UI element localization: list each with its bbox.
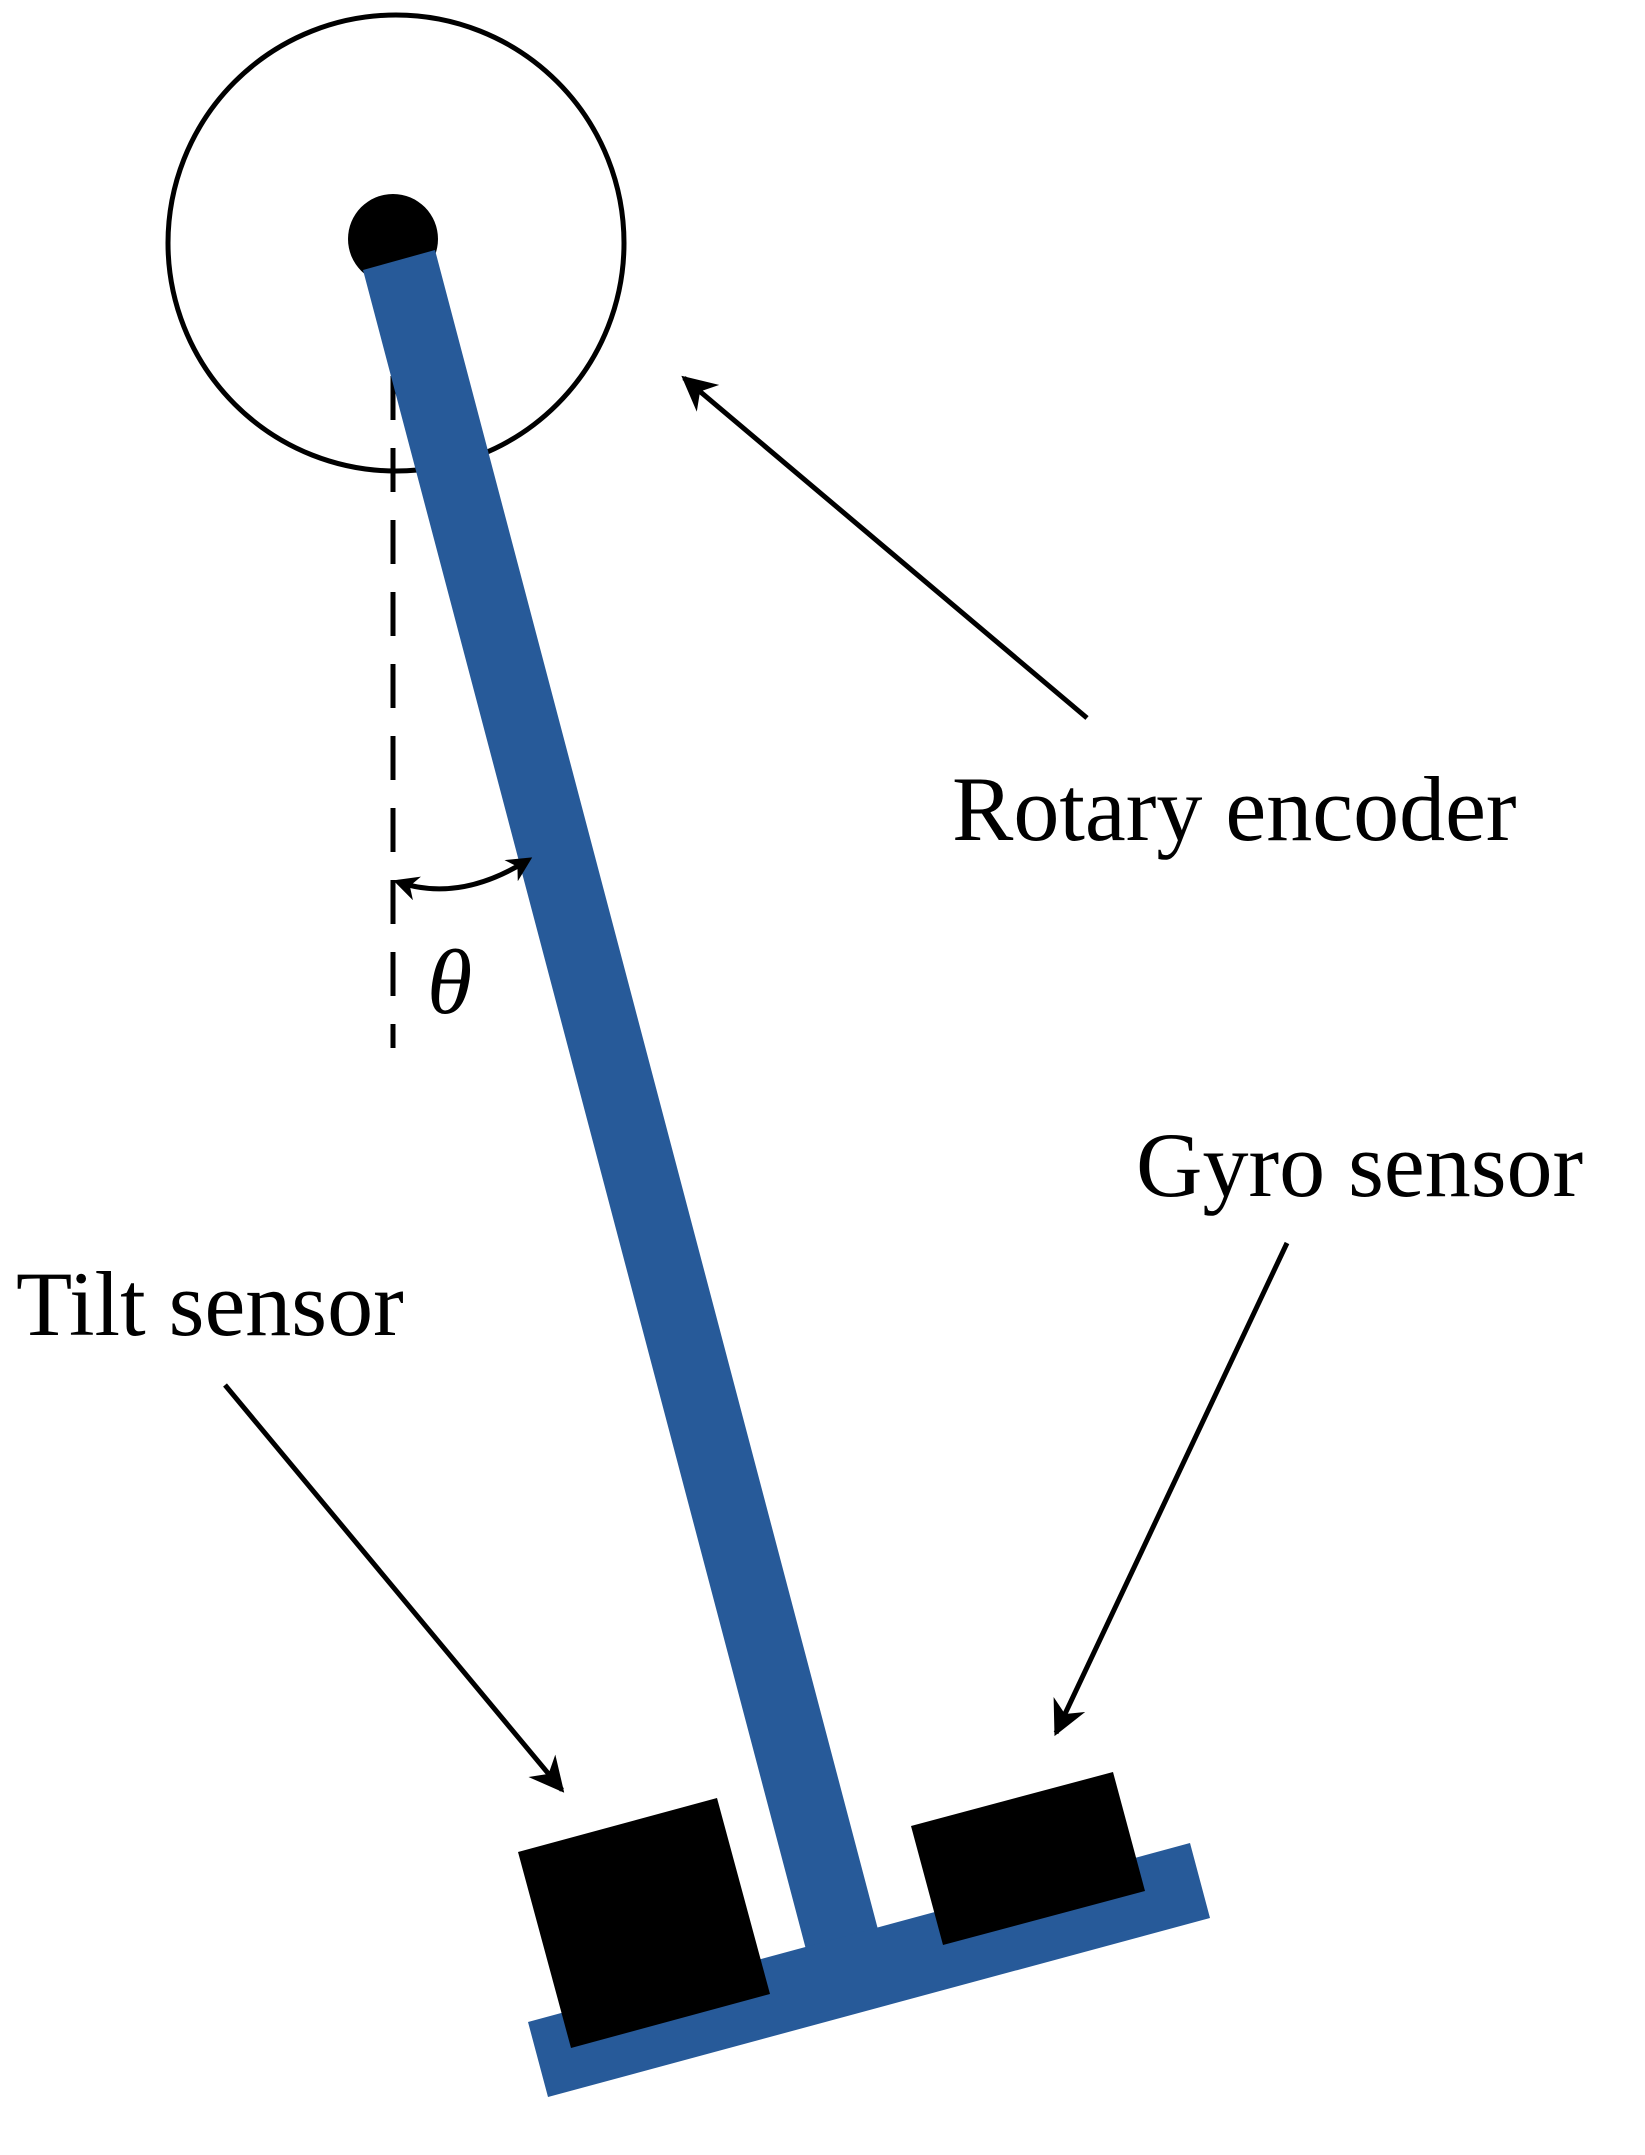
gyro-sensor-arrow	[1053, 1241, 1290, 1737]
rotary-encoder-arrow	[681, 375, 1089, 720]
pendulum-rod	[363, 250, 890, 1995]
tilt-sensor-arrow	[223, 1383, 565, 1793]
angle-arc	[393, 857, 533, 901]
rotary-encoder-label: Rotary encoder	[952, 758, 1517, 860]
tilt-sensor-label: Tilt sensor	[16, 1253, 404, 1355]
gyro-sensor-label: Gyro sensor	[1136, 1114, 1583, 1216]
rotary-encoder-disk	[165, 12, 627, 474]
tilt-sensor-block	[518, 1798, 770, 2048]
angle-theta-label: θ	[427, 931, 472, 1033]
gyro-sensor-block	[911, 1772, 1145, 1945]
